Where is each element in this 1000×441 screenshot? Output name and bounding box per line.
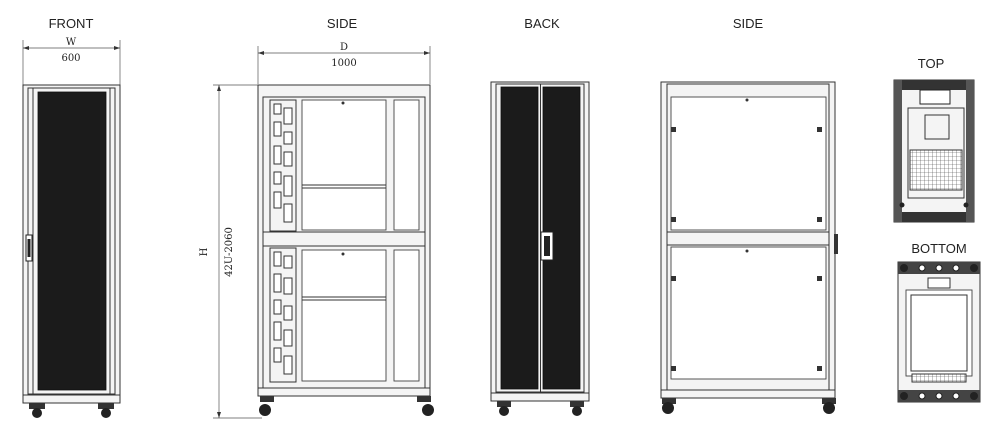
side-height-symbol: H: [199, 247, 210, 256]
front-width-value: 600: [61, 53, 80, 64]
side-depth-symbol: D: [340, 42, 348, 53]
side-depth-dimension: D 1000: [257, 42, 431, 84]
back-label: BACK: [524, 16, 560, 31]
side-open-view: SIDE D 1000 H 42U-2060: [199, 16, 434, 419]
side-closed-label: SIDE: [733, 16, 764, 31]
side-open-label: SIDE: [327, 16, 358, 31]
bottom-label: BOTTOM: [911, 241, 966, 256]
front-view: FRONT W 600: [22, 16, 121, 418]
mounting-rail-upper: [269, 99, 297, 232]
top-label: TOP: [918, 56, 945, 71]
front-width-dimension: W 600: [22, 37, 121, 85]
lower-side-panel: [301, 249, 387, 382]
side-closed-casters: [662, 398, 836, 414]
side-open-casters: [259, 396, 434, 416]
mounting-rail-lower: [269, 247, 297, 383]
side-height-dimension: H 42U-2060: [199, 84, 262, 419]
bottom-view: BOTTOM: [897, 241, 981, 403]
side-closed-view: SIDE: [660, 16, 838, 414]
side-upper-panel: [670, 96, 827, 231]
side-depth-value: 1000: [331, 58, 356, 69]
side-height-value: 42U-2060: [224, 227, 235, 277]
upper-side-panel: [301, 99, 387, 231]
back-left-door-mesh: [500, 86, 539, 390]
side-lower-panel: [670, 246, 827, 380]
front-casters: [29, 403, 114, 418]
front-perforated-door: [37, 91, 107, 391]
front-label: FRONT: [49, 16, 94, 31]
bottom-cable-entry: [905, 289, 973, 377]
top-view: TOP: [893, 56, 975, 223]
front-width-symbol: W: [66, 37, 77, 48]
back-view: BACK: [490, 16, 590, 416]
back-casters: [497, 401, 584, 416]
